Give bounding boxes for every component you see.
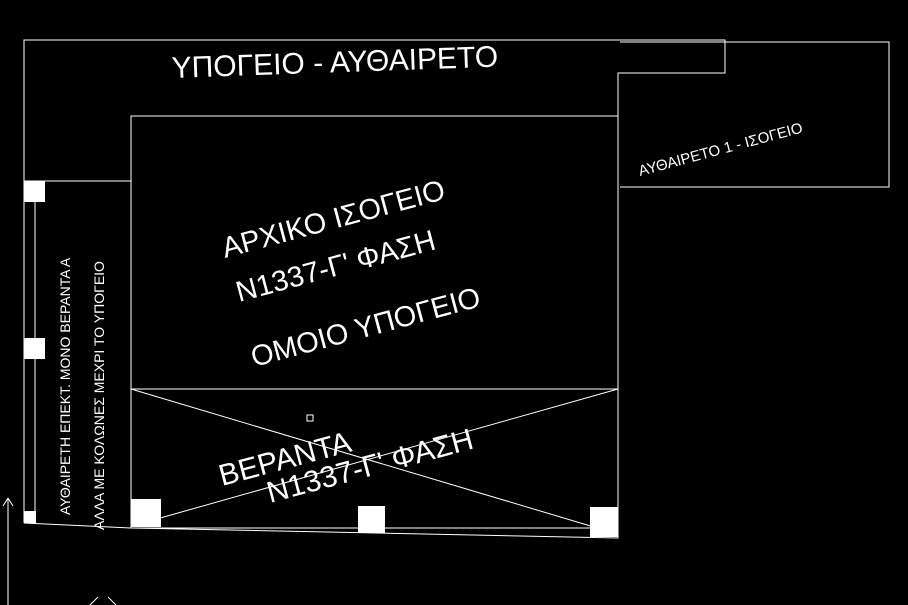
annex-outline [620, 41, 890, 188]
basement-title: ΥΠΟΓΕΙΟ - ΑΥΘΑΙΡΕΤΟ [171, 41, 499, 85]
axis-mark [2, 497, 9, 507]
axis-mark [89, 596, 99, 605]
column [590, 507, 618, 537]
column [24, 511, 36, 523]
axis-mark [7, 497, 14, 507]
unauthorized-ground-label: ΑΥΘΑΙΡΕΤΟ 1 - ΙΣΟΓΕΙΟ [637, 120, 805, 180]
column [24, 181, 45, 202]
marker-square [306, 414, 314, 422]
veranda-diagonal-b [145, 388, 619, 523]
column [24, 338, 45, 359]
axis-mark [107, 596, 117, 605]
column [131, 499, 161, 527]
side-extension-label: ΑΛΛΑ ΜΕ ΚΟΛΩΝΕΣ ΜΕΧΡΙ ΤΟ ΥΠΟΓΕΙΟ [91, 261, 107, 530]
column [358, 506, 385, 533]
side-extension-label: ΑΥΘΑΙΡΕΤΗ ΕΠΕΚΤ. ΜΟΝΟ ΒΕΡΑΝΤΑ Α [57, 257, 73, 515]
basement-outline [23, 39, 726, 539]
